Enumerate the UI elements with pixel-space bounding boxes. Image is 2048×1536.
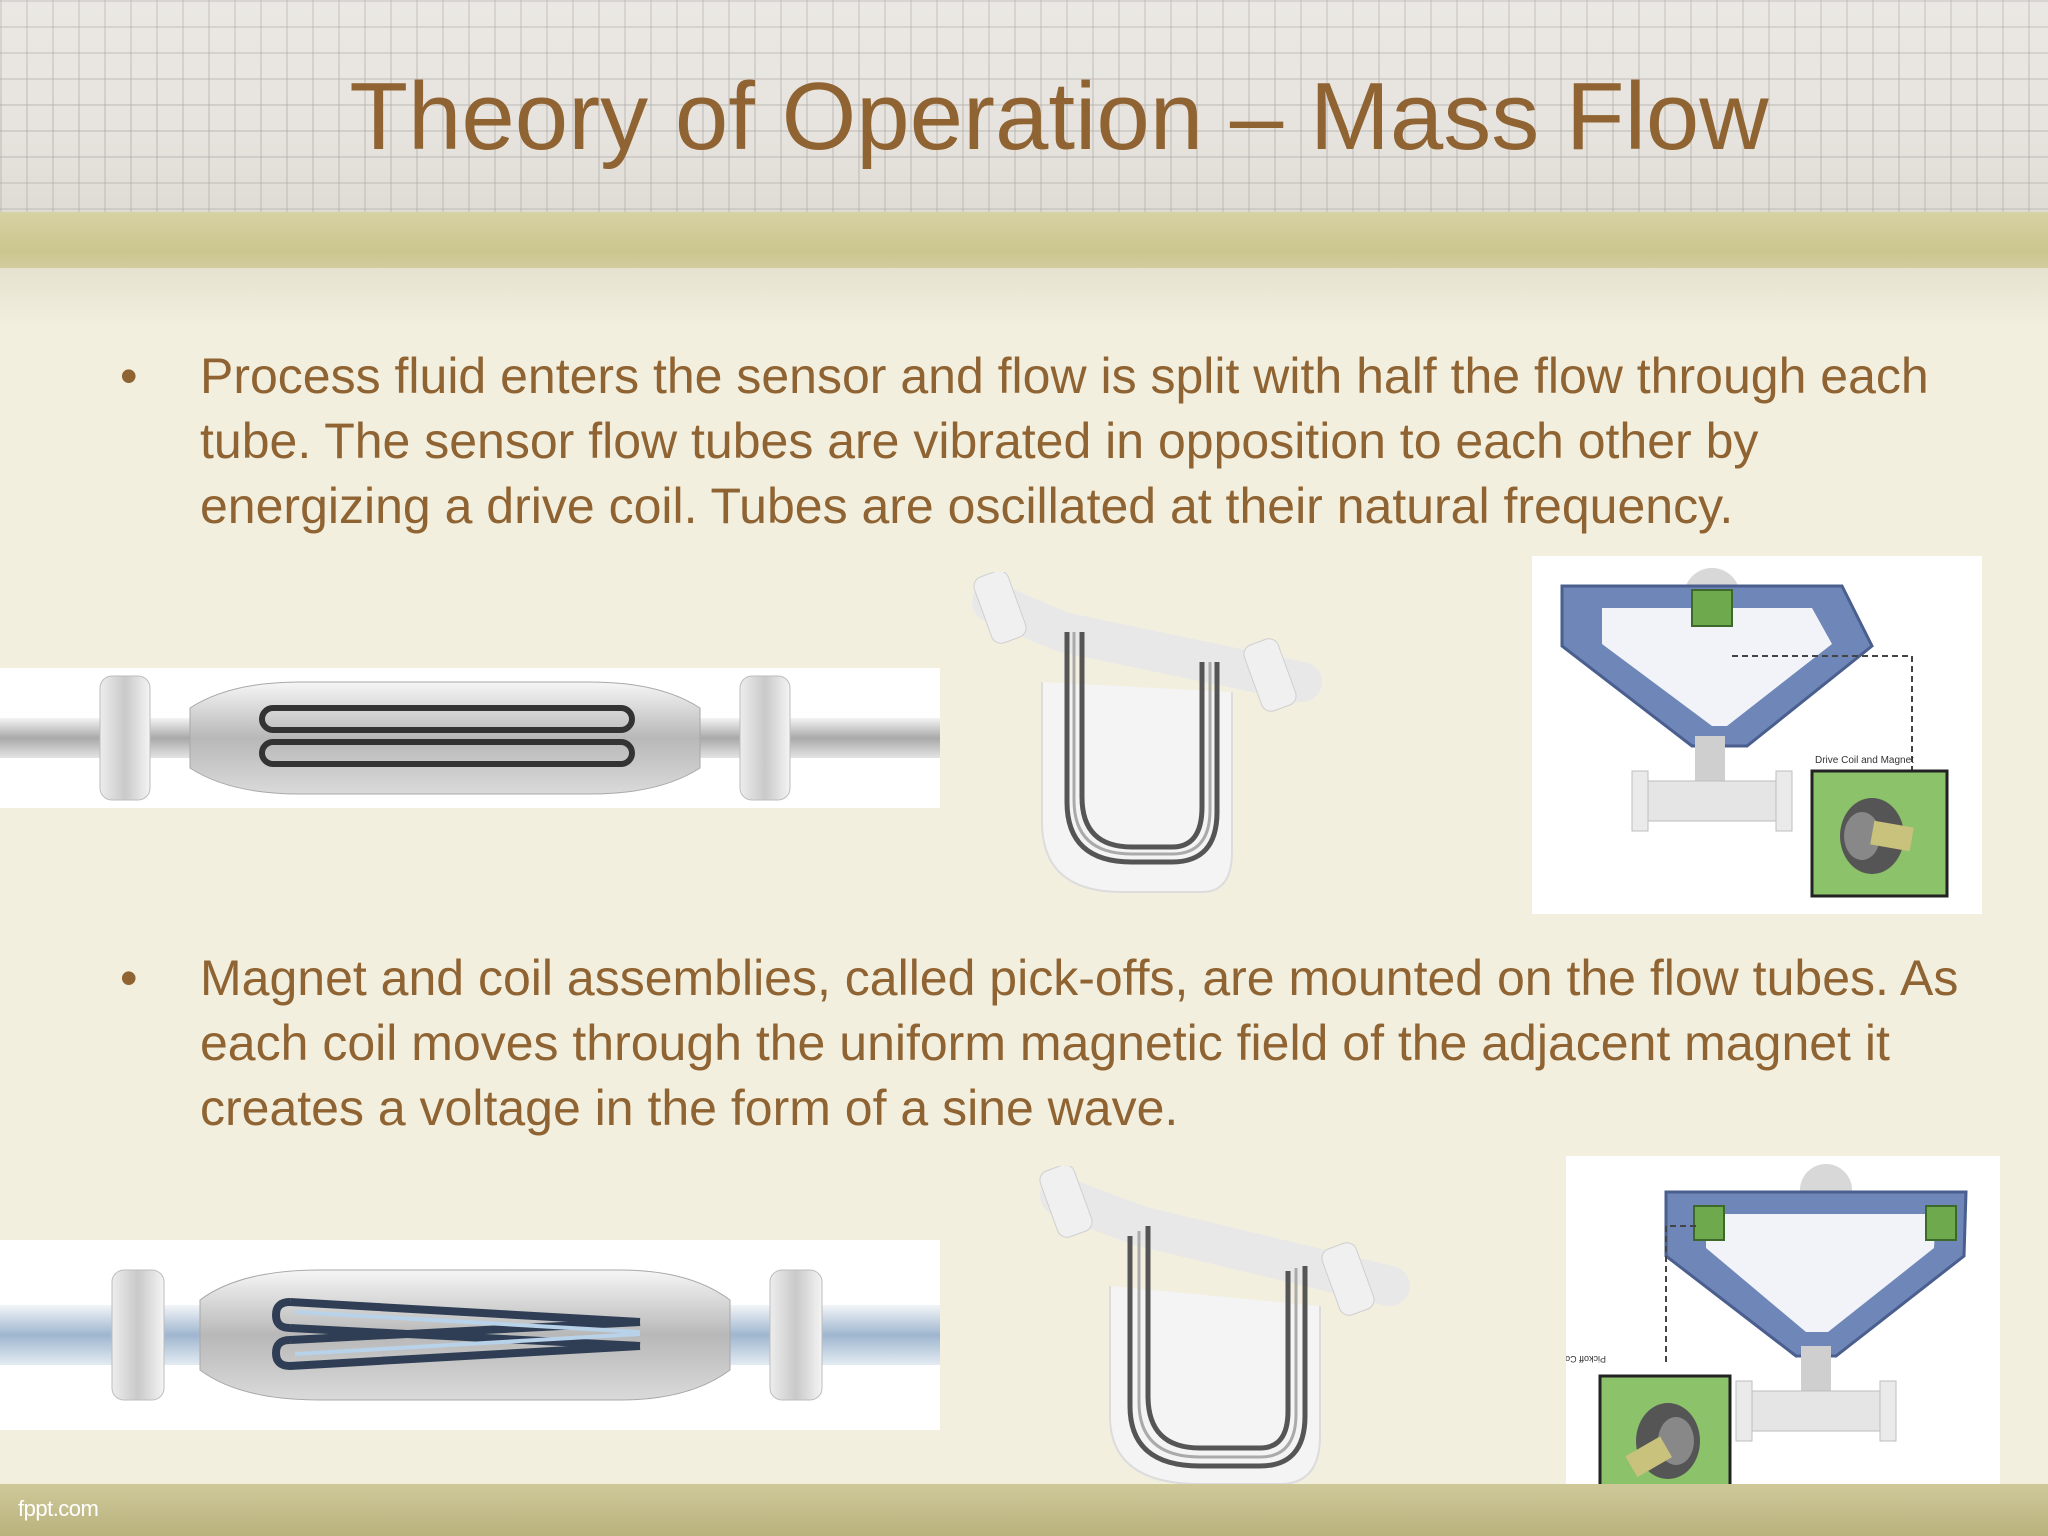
header-olive-band	[0, 212, 2048, 268]
footer-brand: fppt.com	[18, 1496, 99, 1521]
pickoff-coil-diagram-image: Pickoff Coils and Magnet	[1566, 1156, 2000, 1518]
pickoff-coil-label: Pickoff Coils and Magnet	[1566, 1354, 1606, 1364]
u-tube-sensor-image	[972, 572, 1332, 902]
bullet-item-2: • Magnet and coil assemblies, called pic…	[120, 946, 1958, 1146]
bullet-text: Process fluid enters the sensor and flow…	[200, 348, 1929, 534]
drive-coil-diagram-image: Drive Coil and Magnet	[1532, 556, 1982, 914]
slide-title: Theory of Operation – Mass Flow	[349, 63, 1769, 170]
bullet-marker: •	[120, 950, 138, 1006]
bullet-marker: •	[120, 348, 138, 404]
bullet-text: Magnet and coil assemblies, called pick-…	[200, 950, 1959, 1136]
sensor-flow-view-image	[0, 1240, 940, 1430]
footer-band	[0, 1484, 2048, 1536]
header-shadow	[0, 268, 2048, 328]
sensor-side-view-image	[0, 668, 940, 808]
u-tube-sensor-flow-image	[1030, 1166, 1410, 1484]
header-grid-band	[0, 0, 2048, 212]
drive-coil-label: Drive Coil and Magnet	[1815, 755, 1914, 766]
bullet-item-1: • Process fluid enters the sensor and fl…	[120, 344, 1929, 614]
